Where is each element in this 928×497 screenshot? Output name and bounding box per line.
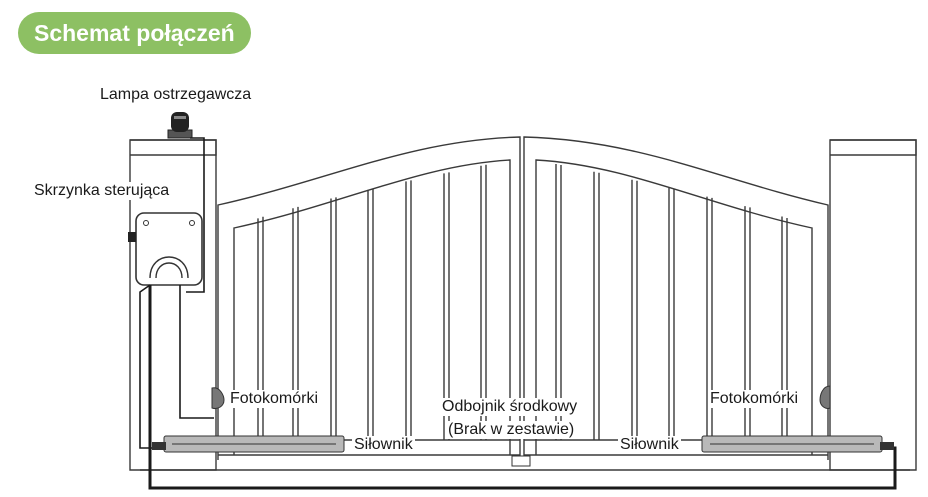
photocell-left-wire (179, 285, 214, 419)
left-pillar-cap (130, 139, 217, 156)
actuator-left-label: Siłownik (352, 436, 415, 454)
actuator-right-label: Siłownik (618, 436, 681, 454)
control-box (128, 212, 203, 286)
right-pillar-cap (830, 139, 917, 156)
diagram-title: Schemat połączeń (18, 12, 251, 54)
lamp-wire (186, 137, 205, 293)
lamp-label: Lampa ostrzegawcza (98, 86, 254, 104)
actuator-right (701, 435, 894, 453)
actuator-left (152, 435, 345, 453)
center-stop-label-line1: Odbojnik środkowy (440, 398, 580, 416)
photocell-left (211, 387, 225, 409)
center-stop-label-line2: (Brak w zestawie) (446, 421, 577, 439)
right-pillar (829, 139, 917, 471)
control-box-label: Skrzynka sterująca (32, 182, 172, 200)
warning-lamp (167, 112, 193, 139)
center-stop (511, 455, 531, 467)
photocell-right (819, 385, 831, 409)
photocell-left-label: Fotokomórki (228, 390, 321, 408)
photocell-right-label: Fotokomórki (708, 390, 801, 408)
